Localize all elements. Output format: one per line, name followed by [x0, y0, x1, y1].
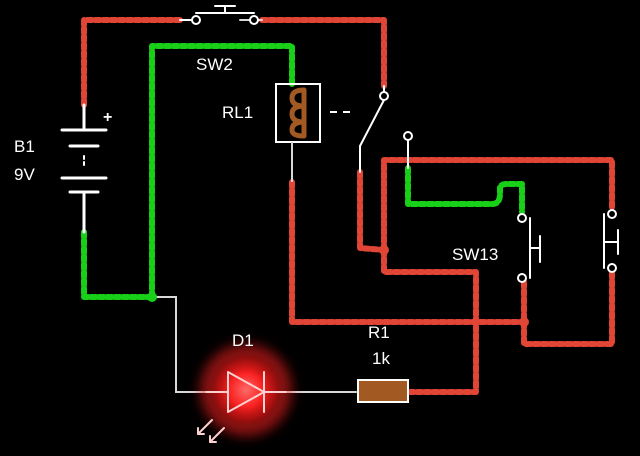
relay-coil	[289, 87, 307, 139]
wires-high	[81, 17, 615, 395]
junction-dot	[147, 292, 157, 302]
switch-sw2[interactable]: SW2	[179, 5, 259, 74]
wire-relay-contact	[357, 169, 387, 253]
wire-sw2-return	[149, 43, 295, 300]
resistor-label: R1	[368, 323, 390, 342]
led-label: D1	[232, 331, 254, 350]
battery-polarity: +	[103, 109, 112, 126]
wires-neutral	[151, 19, 357, 393]
switch-sw2-label: SW2	[196, 55, 233, 74]
wire-top-left	[81, 17, 183, 108]
wire-sw3-green	[405, 165, 525, 215]
switch-sw1-sw3[interactable]: SW13	[452, 209, 619, 283]
wire-to-r1	[381, 247, 479, 395]
wire-green-to-led	[151, 296, 207, 393]
wire-contact-loop	[381, 157, 615, 253]
led-body	[208, 352, 284, 428]
battery-label: B1	[14, 137, 35, 156]
resistor-body	[357, 379, 409, 403]
wire-top-right	[259, 17, 387, 89]
junction-dot	[379, 245, 389, 255]
wires-low	[81, 43, 525, 300]
battery-value: 9V	[14, 165, 35, 184]
switch-overlap-label: SW13	[452, 245, 498, 264]
junction-dot	[519, 317, 529, 327]
relay-label: RL1	[222, 103, 253, 122]
resistor-r1[interactable]: R1 1k	[357, 323, 409, 403]
wire-sw1-low	[521, 267, 615, 347]
relay-frame	[275, 83, 321, 143]
battery-b1[interactable]: + B1 9V	[14, 103, 112, 234]
resistor-value: 1k	[372, 349, 390, 368]
wire-battery-gnd	[81, 229, 155, 300]
relay-rl1[interactable]: RL1	[222, 83, 413, 182]
led-d1[interactable]: D1	[197, 331, 292, 443]
wire-relay-down	[289, 179, 527, 325]
